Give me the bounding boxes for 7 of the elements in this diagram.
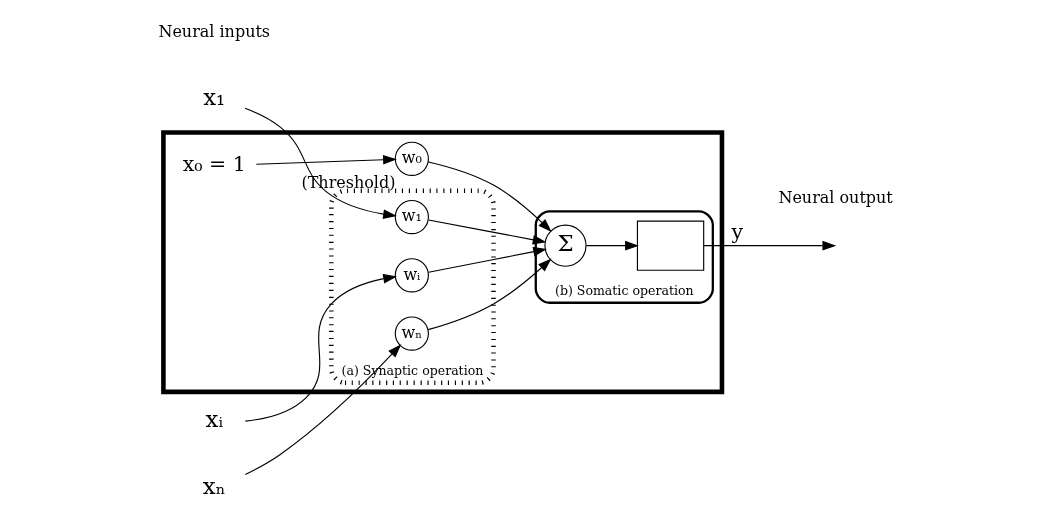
node-text: x₁	[202, 84, 225, 111]
node-text: x₀ = 1	[182, 151, 246, 176]
label: Neural inputs	[157, 22, 270, 42]
node-text: xₙ	[202, 472, 226, 499]
edge-label: y	[731, 220, 743, 245]
node-text: xᵢ	[205, 406, 223, 433]
label: Neural output	[777, 188, 893, 208]
